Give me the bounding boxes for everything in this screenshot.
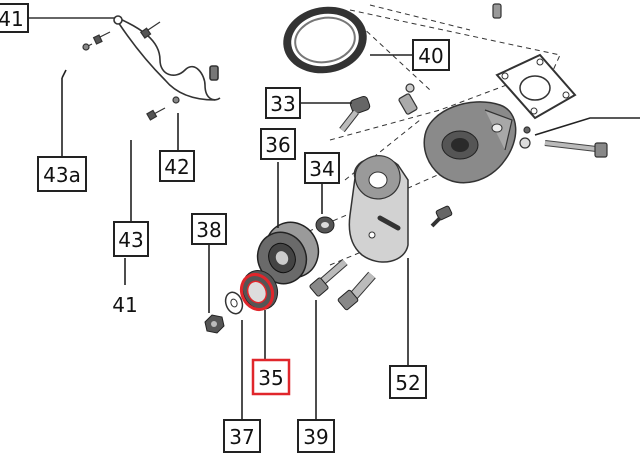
washer-part-37 — [224, 291, 244, 315]
callout-box-41-top: 41 — [0, 3, 29, 33]
callout-box-33: 33 — [265, 87, 301, 119]
small-screws — [82, 21, 180, 121]
svg-text:43: 43 — [118, 228, 143, 252]
tensioner-arm-part-52 — [348, 155, 409, 263]
svg-text:33: 33 — [270, 92, 295, 116]
svg-text:41: 41 — [0, 7, 24, 31]
washer-part-34 — [315, 216, 335, 234]
seal-ring-part-40 — [283, 6, 367, 74]
svg-text:42: 42 — [164, 155, 189, 179]
callout-box-39: 39 — [297, 419, 335, 453]
svg-text:39: 39 — [303, 425, 328, 449]
svg-text:37: 37 — [229, 425, 254, 449]
flange-gasket — [495, 53, 577, 120]
bearing-part-35 — [239, 270, 279, 312]
svg-text:52: 52 — [395, 371, 420, 395]
callout-box-37: 37 — [223, 419, 261, 453]
svg-text:40: 40 — [418, 44, 443, 68]
callout-box-52: 52 — [389, 365, 427, 399]
wiring-harness — [28, 15, 221, 101]
pump-housing — [423, 101, 517, 184]
bolt-part-33 — [339, 95, 371, 133]
callout-box-35-highlighted: 35 — [251, 358, 291, 396]
bolts-part-39 — [309, 258, 376, 311]
callout-box-34: 34 — [304, 152, 340, 184]
svg-text:38: 38 — [196, 218, 221, 242]
callout-box-38: 38 — [191, 213, 227, 245]
label-41-bottom: 41 — [112, 293, 137, 317]
callout-box-40: 40 — [412, 39, 450, 71]
nut-part-38 — [204, 314, 225, 334]
callout-box-43: 43 — [113, 221, 149, 257]
svg-text:36: 36 — [265, 133, 290, 157]
svg-text:34: 34 — [309, 157, 334, 181]
top-right-fasteners — [398, 3, 608, 158]
svg-text:43a: 43a — [43, 163, 81, 187]
callout-box-43a: 43a — [37, 156, 87, 192]
callout-box-36: 36 — [260, 128, 296, 160]
small-bolt — [430, 205, 453, 228]
svg-text:35: 35 — [258, 366, 283, 390]
leader-lines — [61, 54, 640, 420]
idler-pulley-part-36 — [256, 221, 320, 285]
callout-box-42: 42 — [159, 150, 195, 182]
